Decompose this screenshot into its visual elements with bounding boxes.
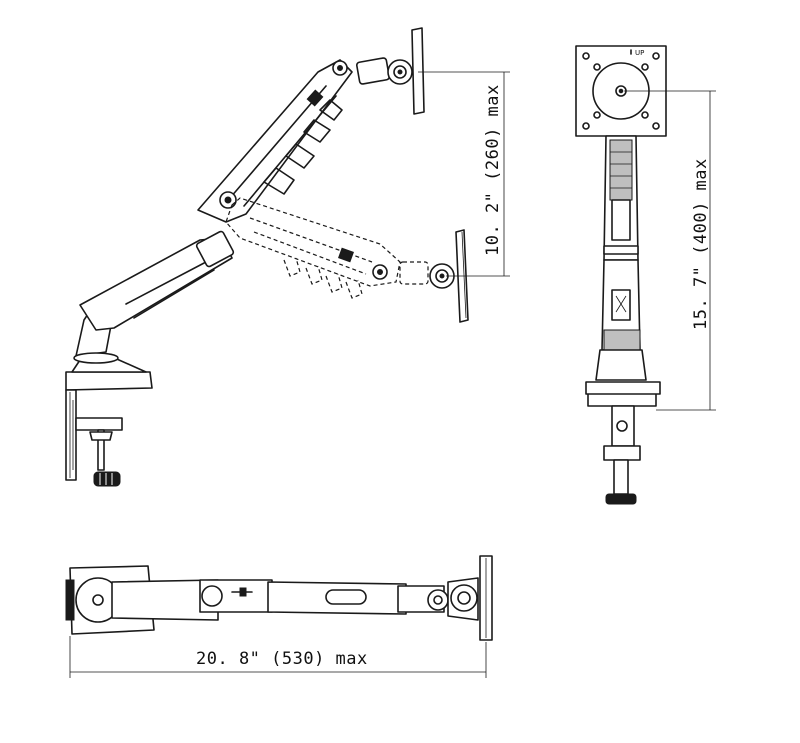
side-view-drawing: 10. 2" (260) max <box>65 27 510 487</box>
front-view-drawing: UP <box>575 45 716 505</box>
height-range-dimension: 10. 2" (260) max <box>418 71 510 277</box>
lower-arm <box>79 230 235 331</box>
front-clamp <box>585 381 661 505</box>
upper-arm-lowered <box>225 197 469 323</box>
top-arm-body <box>111 555 493 641</box>
front-arm-column <box>595 135 647 381</box>
upper-arm-raised <box>197 59 353 223</box>
top-view-drawing: 20. 8" (530) max <box>65 555 493 678</box>
height-range-label: 10. 2" (260) max <box>483 84 503 256</box>
reach-dimension: 20. 8" (530) max <box>69 636 487 678</box>
monitor-head-raised <box>355 27 425 115</box>
reach-label: 20. 8" (530) max <box>196 649 368 669</box>
vesa-up-label: UP <box>635 49 644 57</box>
total-height-label: 15. 7" (400) max <box>691 158 711 330</box>
total-height-dimension: 15. 7" (400) max <box>624 90 716 411</box>
desk-clamp <box>65 371 153 487</box>
